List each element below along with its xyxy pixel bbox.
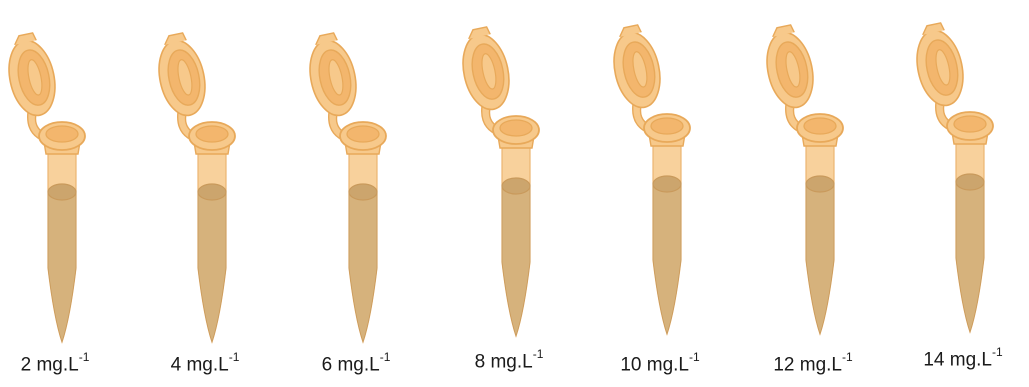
concentration-unit: mg.L xyxy=(647,354,689,375)
concentration-value: 12 xyxy=(773,354,794,375)
tube-liquid xyxy=(48,192,76,342)
concentration-unit: mg.L xyxy=(950,349,992,370)
tube-liquid xyxy=(653,184,681,334)
liquid-meniscus xyxy=(349,184,377,200)
unit-exponent: -1 xyxy=(533,347,544,361)
tube-graphic xyxy=(303,20,413,350)
tube-graphic xyxy=(910,10,1020,340)
unit-exponent: -1 xyxy=(689,350,700,364)
tube-graphic xyxy=(607,12,717,342)
unit-exponent: -1 xyxy=(79,350,90,364)
tube-liquid xyxy=(502,186,530,336)
concentration-unit: mg.L xyxy=(490,351,532,372)
concentration-label: 4 mg.L-1 xyxy=(150,352,260,376)
liquid-meniscus xyxy=(502,178,530,194)
unit-exponent: -1 xyxy=(229,350,240,364)
tube-graphic xyxy=(456,14,566,344)
unit-exponent: -1 xyxy=(380,350,391,364)
tube-7: 14 mg.L-1 xyxy=(908,0,1018,387)
tube-graphic xyxy=(2,20,112,350)
concentration-unit: mg.L xyxy=(800,354,842,375)
concentration-label: 2 mg.L-1 xyxy=(0,352,110,376)
concentration-value: 2 xyxy=(21,354,32,375)
tube-6: 12 mg.L-1 xyxy=(758,0,868,387)
concentration-label: 12 mg.L-1 xyxy=(758,352,868,376)
concentration-label: 8 mg.L-1 xyxy=(454,349,564,373)
tube-lid xyxy=(455,24,515,113)
unit-exponent: -1 xyxy=(992,345,1003,359)
tube-lid xyxy=(302,30,362,119)
tube-lid xyxy=(909,20,969,109)
tube-4: 8 mg.L-1 xyxy=(454,0,564,387)
concentration-value: 10 xyxy=(620,354,641,375)
concentration-value: 14 xyxy=(923,349,944,370)
liquid-meniscus xyxy=(806,176,834,192)
concentration-value: 8 xyxy=(475,351,486,372)
concentration-unit: mg.L xyxy=(337,354,379,375)
tube-lid xyxy=(759,22,819,111)
concentration-value: 6 xyxy=(322,354,333,375)
tube-5: 10 mg.L-1 xyxy=(605,0,715,387)
concentration-value: 4 xyxy=(171,354,182,375)
tube-lid xyxy=(1,30,61,119)
tube-lid xyxy=(606,22,666,111)
concentration-label: 14 mg.L-1 xyxy=(908,347,1018,371)
tube-lid xyxy=(151,30,211,119)
concentration-unit: mg.L xyxy=(186,354,228,375)
tube-liquid xyxy=(806,184,834,334)
tube-1: 2 mg.L-1 xyxy=(0,0,110,387)
tube-2: 4 mg.L-1 xyxy=(150,0,260,387)
tube-graphic xyxy=(152,20,262,350)
concentration-label: 6 mg.L-1 xyxy=(301,352,411,376)
concentration-unit: mg.L xyxy=(36,354,78,375)
tube-graphic xyxy=(760,12,870,342)
tube-liquid xyxy=(956,182,984,332)
liquid-meniscus xyxy=(653,176,681,192)
tube-liquid xyxy=(349,192,377,342)
liquid-meniscus xyxy=(956,174,984,190)
unit-exponent: -1 xyxy=(842,350,853,364)
concentration-label: 10 mg.L-1 xyxy=(605,352,715,376)
tube-liquid xyxy=(198,192,226,342)
tube-3: 6 mg.L-1 xyxy=(301,0,411,387)
liquid-meniscus xyxy=(48,184,76,200)
liquid-meniscus xyxy=(198,184,226,200)
